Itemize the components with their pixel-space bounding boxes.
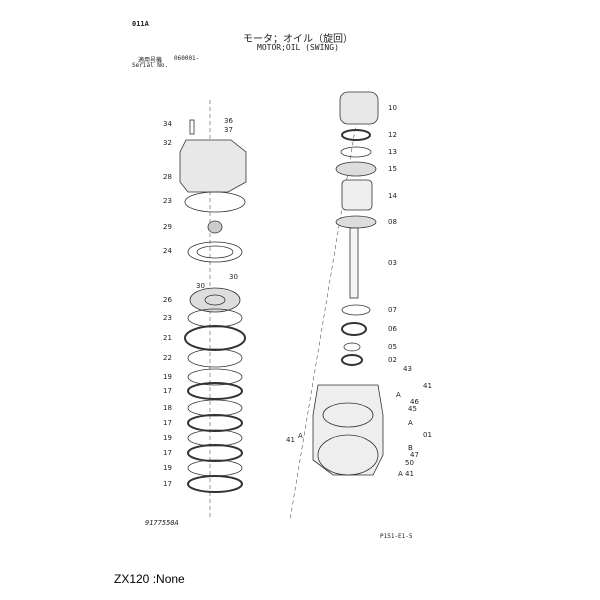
callout-label: 17: [163, 419, 172, 427]
callout-label: A: [396, 391, 401, 399]
serial-label-jp: 適用号機: [138, 57, 163, 64]
title-jp: モータ；オイル（旋回）: [243, 34, 353, 45]
serial-value: 060001-: [174, 55, 200, 62]
callout-label: 02: [388, 356, 397, 364]
callout-label: 13: [388, 148, 397, 156]
callout-label: 29: [163, 223, 172, 231]
plate: [187, 459, 243, 477]
callout-label: 10: [388, 104, 397, 112]
callout-label: B: [408, 444, 413, 452]
callout-label: 03: [388, 259, 397, 267]
callout-label: 19: [163, 464, 172, 472]
callout-label: 34: [163, 120, 172, 128]
plate: [187, 429, 243, 447]
callout-label: 17: [163, 480, 172, 488]
callout-label: 26: [163, 296, 172, 304]
callout-label: 24: [163, 247, 172, 255]
callout-label: 23: [163, 314, 172, 322]
model-caption: ZX120 :None: [114, 572, 185, 586]
callout-label: 43: [403, 365, 412, 373]
right-parts-stack: [289, 91, 384, 521]
plate: [187, 368, 243, 386]
callout-label: 37: [224, 126, 233, 134]
plate: [187, 475, 243, 493]
callout-label: A: [298, 432, 303, 440]
callout-label: A: [398, 470, 403, 478]
serial-label-en: Serial No.: [132, 62, 169, 69]
callout-label: 12: [388, 131, 397, 139]
callout-label: 41: [405, 470, 414, 478]
callout-label: 18: [163, 404, 172, 412]
page-code: 011A: [132, 20, 149, 28]
callout-label: 30: [229, 273, 238, 281]
callout-label: 19: [163, 373, 172, 381]
plate: [187, 444, 243, 462]
callout-label: 15: [388, 165, 397, 173]
callout-label: A: [408, 419, 413, 427]
callout-label: 07: [388, 306, 397, 314]
drawing-number: 9177550A: [145, 519, 179, 527]
plate: [187, 414, 243, 432]
callout-label: 01: [423, 431, 432, 439]
callout-label: 08: [388, 218, 397, 226]
callout-label: 50: [405, 459, 414, 467]
callout-label: 45: [408, 405, 417, 413]
callout-label: 23: [163, 197, 172, 205]
callout-label: 41: [286, 436, 295, 444]
callout-label: 47: [410, 451, 419, 459]
callout-label: 41: [423, 382, 432, 390]
callout-label: 14: [388, 192, 397, 200]
callout-label: 05: [388, 343, 397, 351]
page-reference: P151-E1-5: [380, 533, 413, 540]
callout-label: 21: [163, 334, 172, 342]
callout-label: 46: [410, 398, 419, 406]
title-en: MOTOR;OIL (SWING): [257, 43, 339, 52]
callout-label: 06: [388, 325, 397, 333]
callout-label: 22: [163, 354, 172, 362]
callout-label: 19: [163, 434, 172, 442]
callout-label: 28: [163, 173, 172, 181]
callout-label: 17: [163, 387, 172, 395]
callout-label: 32: [163, 139, 172, 147]
left-parts-stack: [179, 100, 247, 520]
plate: [187, 382, 243, 400]
friction-plates: [187, 368, 243, 493]
callout-label: 30: [196, 282, 205, 290]
plate: [187, 399, 243, 417]
callout-label: 36: [224, 117, 233, 125]
callout-label: 17: [163, 449, 172, 457]
